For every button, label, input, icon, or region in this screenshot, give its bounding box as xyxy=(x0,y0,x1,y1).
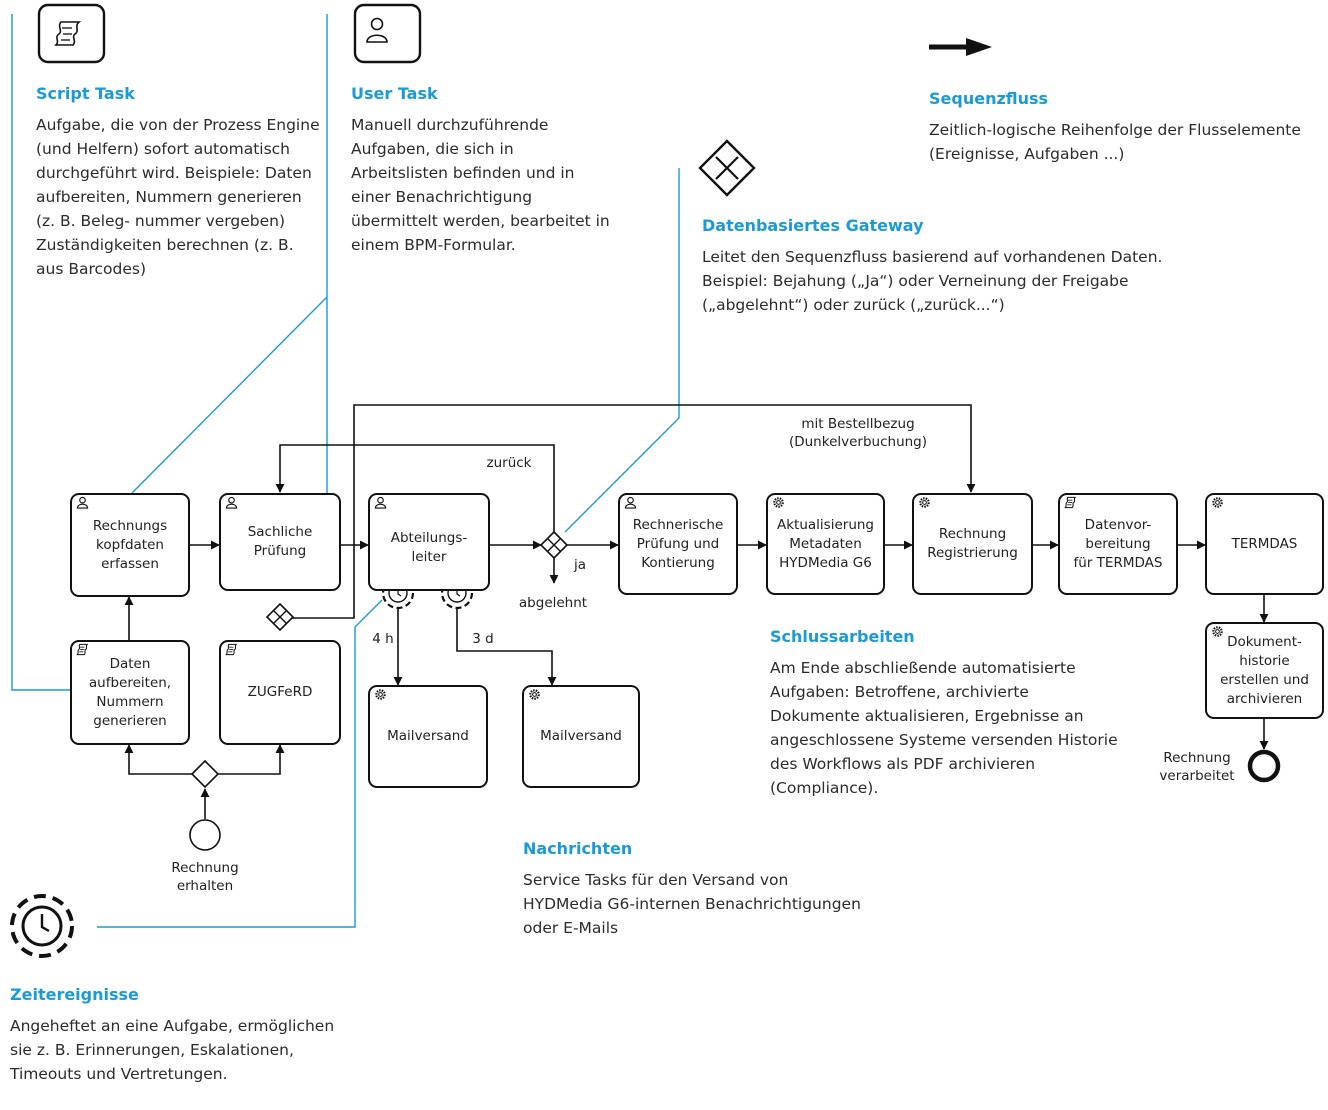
task-label: Aktualisierung Metadaten HYDMedia G6 xyxy=(777,516,874,571)
task-daten-aufbereiten: Daten aufbereiten, Nummern generieren xyxy=(70,640,190,745)
task-rechnung-registrierung: Rechnung Registrierung xyxy=(912,493,1033,595)
callout-script-task xyxy=(11,14,70,691)
end-event xyxy=(1247,749,1281,783)
flow-gateway-daten xyxy=(124,744,192,775)
legend-user-task-text: Manuell durchzuführende Aufgaben, die si… xyxy=(351,116,610,254)
legend-final-tasks-title: Schlussarbeiten xyxy=(770,627,915,646)
task-label: Sachliche Prüfung xyxy=(247,524,313,559)
flow-label-zurueck: zurück xyxy=(486,455,532,471)
legend-messages-text: Service Tasks für den Versand von HYDMed… xyxy=(523,871,861,937)
gear-icon xyxy=(529,689,540,700)
flow-label-abgelehnt: abgelehnt xyxy=(518,595,588,611)
user-icon xyxy=(624,496,637,509)
task-label: Mailversand xyxy=(540,728,622,744)
gateway-decision xyxy=(539,530,569,560)
task-label: Rechnerische Prüfung und Kontierung xyxy=(632,516,724,571)
gateway-merge xyxy=(265,602,295,632)
task-rechnungskopfdaten: Rechnungs kopfdaten erfassen xyxy=(70,493,190,597)
gateway-start-split xyxy=(190,759,220,789)
legend-messages: Nachrichten Service Tasks für den Versan… xyxy=(523,839,863,940)
task-label: Rechnungs kopfdaten erfassen xyxy=(92,517,168,572)
script-icon xyxy=(1064,496,1077,509)
start-event-label: Rechnung erhalten xyxy=(171,860,239,894)
script-icon xyxy=(76,643,89,656)
legend-sequence-flow: Sequenzfluss Zeitlich-logische Reihenfol… xyxy=(929,89,1309,166)
legend-gateway: Datenbasiertes Gateway Leitet den Sequen… xyxy=(702,216,1222,317)
legend-timer-events: Zeitereignisse Angeheftet an eine Aufgab… xyxy=(10,985,360,1086)
legend-messages-title: Nachrichten xyxy=(523,839,633,858)
task-label: Mailversand xyxy=(387,728,469,744)
legend-gateway-title: Datenbasiertes Gateway xyxy=(702,216,924,235)
timer-legend-icon xyxy=(10,894,74,958)
flow-gateway-zugferd xyxy=(218,744,285,775)
task-termdas: TERMDAS xyxy=(1205,493,1324,595)
legend-user-task: User Task Manuell durchzuführende Aufgab… xyxy=(351,84,613,257)
gear-icon xyxy=(919,497,930,508)
task-label: Datenvor- bereitung für TERMDAS xyxy=(1073,516,1163,571)
legend-script-task: Script Task Aufgabe, die von der Prozess… xyxy=(36,84,321,281)
flow-label-bestellbezug: mit Bestellbezug (Dunkelverbuchung) xyxy=(788,416,928,450)
legend-sequence-flow-text: Zeitlich-logische Reihenfolge der Flusse… xyxy=(929,121,1301,163)
script-task-legend-icon xyxy=(37,3,106,64)
flow-label-4h: 4 h xyxy=(372,631,394,647)
legend-script-task-title: Script Task xyxy=(36,84,135,103)
gear-icon xyxy=(1212,626,1223,637)
task-dokumenthistorie: Dokument- historie erstellen und archivi… xyxy=(1205,622,1324,719)
legend-script-task-text: Aufgabe, die von der Prozess Engine (und… xyxy=(36,116,320,278)
task-label: Rechnung Registrierung xyxy=(927,526,1018,561)
gear-icon xyxy=(773,497,784,508)
flow-bestellbezug xyxy=(353,404,976,545)
flow-label-ja: ja xyxy=(573,557,587,573)
callout-lines xyxy=(11,14,680,928)
legend-timer-events-title: Zeitereignisse xyxy=(10,985,139,1004)
gateway-legend-icon xyxy=(698,139,756,197)
callout-user-task-branch xyxy=(131,296,328,494)
user-icon xyxy=(374,496,387,509)
task-datenvorbereitung: Datenvor- bereitung für TERMDAS xyxy=(1058,493,1178,595)
task-sachliche-pruefung: Sachliche Prüfung xyxy=(219,493,341,591)
flow-label-3d: 3 d xyxy=(472,631,494,647)
legend-sequence-flow-title: Sequenzfluss xyxy=(929,89,1049,108)
callout-gateway xyxy=(564,168,680,533)
task-mailversand-3d: Mailversand xyxy=(522,685,640,788)
gear-icon xyxy=(1212,497,1223,508)
start-event xyxy=(189,819,221,851)
task-label: TERMDAS xyxy=(1231,535,1298,552)
end-event-label: Rechnung verarbeitet xyxy=(1159,750,1235,784)
user-icon xyxy=(225,496,238,509)
task-abteilungsleiter: Abteilungs- leiter xyxy=(368,493,490,591)
task-label: Daten aufbereiten, Nummern generieren xyxy=(88,655,172,729)
task-rechnerische-pruefung: Rechnerische Prüfung und Kontierung xyxy=(618,493,738,595)
legend-user-task-title: User Task xyxy=(351,84,438,103)
sequence-flow-legend-icon xyxy=(929,38,992,56)
flow-timer-mail2 xyxy=(456,608,557,686)
task-mailversand-4h: Mailversand xyxy=(368,685,488,788)
legend-final-tasks-text: Am Ende abschließende automatisierte Auf… xyxy=(770,659,1118,797)
user-icon xyxy=(76,496,89,509)
task-zugferd: ZUGFeRD xyxy=(219,640,341,745)
task-label: Abteilungs- leiter xyxy=(390,530,468,565)
legend-final-tasks: Schlussarbeiten Am Ende abschließende au… xyxy=(770,627,1120,800)
user-task-legend-icon xyxy=(353,3,422,64)
legend-gateway-text: Leitet den Sequenzfluss basierend auf vo… xyxy=(702,248,1163,314)
task-label: Dokument- historie erstellen und archivi… xyxy=(1220,633,1309,707)
task-label: ZUGFeRD xyxy=(247,684,313,700)
flow-zurueck xyxy=(275,444,555,532)
callout-timer xyxy=(97,599,383,928)
script-icon xyxy=(225,643,238,656)
task-aktualisierung-metadaten: Aktualisierung Metadaten HYDMedia G6 xyxy=(766,493,885,595)
legend-timer-events-text: Angeheftet an eine Aufgabe, ermöglichen … xyxy=(10,1017,335,1083)
gear-icon xyxy=(375,689,386,700)
